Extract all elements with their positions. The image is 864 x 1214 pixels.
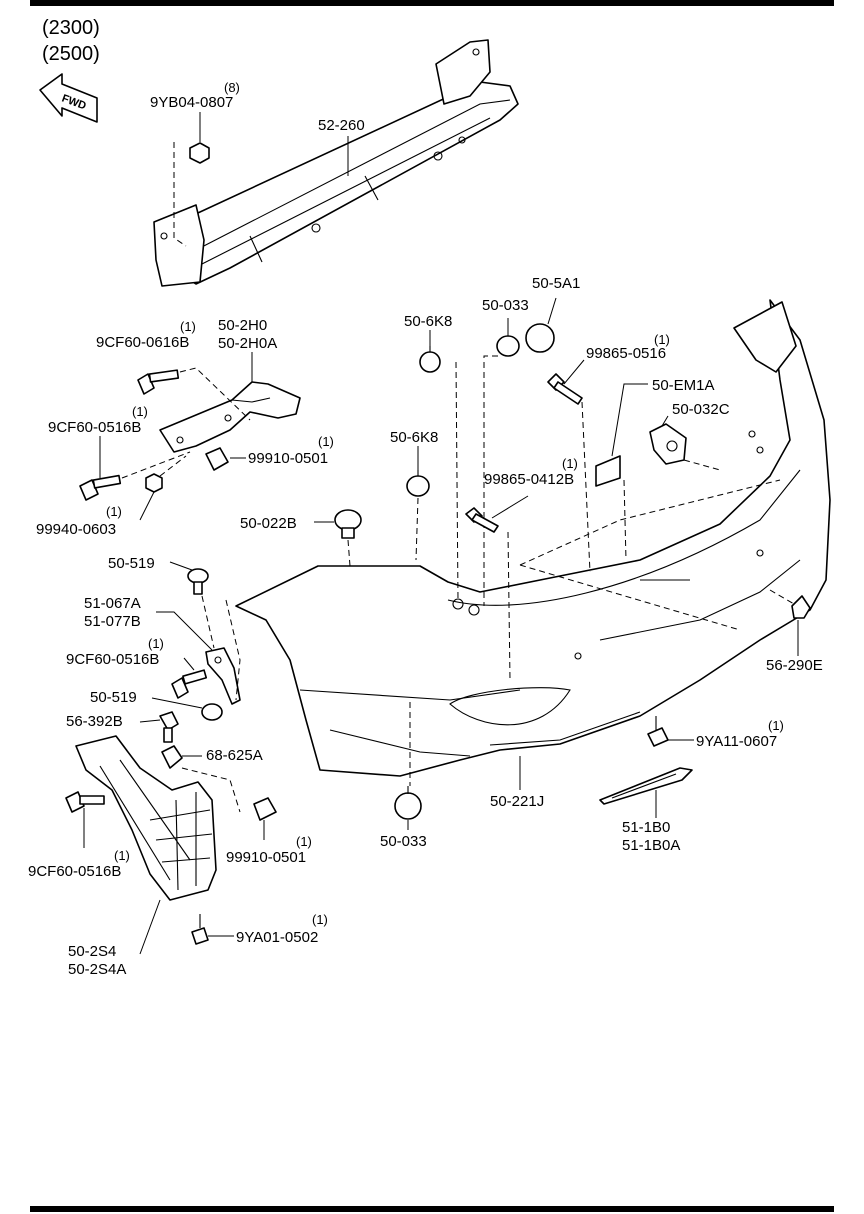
label-plate-icon xyxy=(595,455,621,487)
bolt-icon xyxy=(79,474,122,501)
part-label-68-625a: 68-625A xyxy=(206,747,263,764)
top-border-bar xyxy=(30,0,834,6)
leader-9cf60-0516b-b xyxy=(183,657,195,671)
part-qty-99910-0501-b: (1) xyxy=(296,834,312,849)
splash-shield-drawing xyxy=(75,735,217,901)
side-bracket-drawing xyxy=(159,381,301,453)
part-label-50-2s4: 50-2S4 xyxy=(68,943,116,960)
part-label-52-260: 52-260 xyxy=(318,117,365,134)
cap-icon xyxy=(525,323,555,353)
part-label-9cf60-0616b: 9CF60-0616B xyxy=(96,334,189,351)
leader-99865-0516 xyxy=(563,359,585,385)
part-qty-9cf60-0616b: (1) xyxy=(180,319,196,334)
bolt-icon xyxy=(137,369,180,395)
part-qty-99865-0516: (1) xyxy=(654,332,670,347)
part-qty-9cf60-0516b-b: (1) xyxy=(148,636,164,651)
part-label-99940-0603: 99940-0603 xyxy=(36,521,116,538)
fwd-arrow-icon: FWD xyxy=(39,73,98,123)
leader-50-em1a xyxy=(611,383,648,457)
part-label-50-221j: 50-221J xyxy=(490,793,544,810)
part-label-50-033-b: 50-033 xyxy=(380,833,427,850)
engine-code-2500: (2500) xyxy=(42,43,100,65)
leader-50-519-b xyxy=(151,697,203,709)
plug-icon xyxy=(496,335,520,357)
part-label-51-067a: 51-067A xyxy=(84,595,141,612)
side-clip-icon xyxy=(791,595,811,619)
grommet-icon xyxy=(419,346,441,373)
part-label-9cf60-0516b-c: 9CF60-0516B xyxy=(28,863,121,880)
plug-icon xyxy=(334,509,362,539)
part-label-99910-0501-a: 99910-0501 xyxy=(248,450,328,467)
bolt-icon xyxy=(171,669,208,699)
part-label-9ya01: 9YA01-0502 xyxy=(236,929,318,946)
rear-bumper-reinforcement-drawing xyxy=(153,39,519,287)
part-label-51-1b0: 51-1B0 xyxy=(622,819,670,836)
bumper-bracket-drawing xyxy=(205,647,241,705)
nut-icon xyxy=(189,142,210,164)
leader-99940-0603 xyxy=(139,491,155,521)
screw-icon xyxy=(547,373,583,405)
part-label-99865-0516: 99865-0516 xyxy=(586,345,666,362)
part-qty-9cf60-0516b-a: (1) xyxy=(132,404,148,419)
leader-50-032c xyxy=(661,415,669,427)
part-label-9cf60-0516b-b: 9CF60-0516B xyxy=(66,651,159,668)
retainer-clip-icon xyxy=(649,423,687,465)
part-label-50-519-a: 50-519 xyxy=(108,555,155,572)
push-clip-icon xyxy=(201,703,223,721)
leader-50-5a1 xyxy=(547,297,557,325)
part-label-50-022b: 50-022B xyxy=(240,515,297,532)
part-label-50-2s4a: 50-2S4A xyxy=(68,961,126,978)
part-qty-9ya01: (1) xyxy=(312,912,328,927)
leader-50-519-a xyxy=(169,561,193,571)
part-label-50-519-b: 50-519 xyxy=(90,689,137,706)
bottom-border-bar xyxy=(30,1206,834,1212)
part-label-99910-0501-b: 99910-0501 xyxy=(226,849,306,866)
nut-icon xyxy=(145,473,163,493)
leader-99865-0412b xyxy=(491,495,529,519)
part-qty-99940-0603: (1) xyxy=(106,504,122,519)
part-label-50-6k8-a: 50-6K8 xyxy=(404,313,452,330)
leader-51-067a xyxy=(156,611,213,651)
clip-icon xyxy=(205,447,229,471)
grommet-icon xyxy=(406,470,430,497)
bolt-icon xyxy=(65,791,105,813)
part-label-50-033-a: 50-033 xyxy=(482,297,529,314)
part-label-50-em1a: 50-EM1A xyxy=(652,377,715,394)
part-label-56-290e: 56-290E xyxy=(766,657,823,674)
push-clip-icon xyxy=(187,568,209,595)
rear-reflector-drawing xyxy=(599,767,693,805)
rear-bumper-cover-drawing xyxy=(235,299,831,777)
part-label-50-6k8-b: 50-6K8 xyxy=(390,429,438,446)
clip-icon xyxy=(253,797,277,821)
screw-icon xyxy=(647,716,669,747)
part-label-9cf60-0516b-a: 9CF60-0516B xyxy=(48,419,141,436)
plug-icon xyxy=(394,786,422,820)
screw-icon xyxy=(191,914,209,945)
part-qty-99865-0412b: (1) xyxy=(562,456,578,471)
part-label-51-077b: 51-077B xyxy=(84,613,141,630)
part-qty-9ya11: (1) xyxy=(768,718,784,733)
part-label-9ya11: 9YA11-0607 xyxy=(696,733,777,750)
part-label-50-032c: 50-032C xyxy=(672,401,730,418)
part-qty-9cf60-0516b-c: (1) xyxy=(114,848,130,863)
part-label-99865-0412b: 99865-0412B xyxy=(484,471,574,488)
part-label-56-392b: 56-392B xyxy=(66,713,123,730)
part-label-50-2h0: 50-2H0 xyxy=(218,317,267,334)
screw-icon xyxy=(465,507,499,533)
part-qty-99910-0501-a: (1) xyxy=(318,434,334,449)
leader-50-2s4 xyxy=(139,899,161,955)
engine-code-2300: (2300) xyxy=(42,17,100,39)
part-label-50-2h0a: 50-2H0A xyxy=(218,335,277,352)
part-qty-9yb04: (8) xyxy=(224,80,240,95)
leader-56-392b xyxy=(139,719,161,723)
fastener-icon xyxy=(159,711,179,743)
part-label-9yb04: 9YB04-0807 xyxy=(150,94,233,111)
part-label-51-1b0a: 51-1B0A xyxy=(622,837,680,854)
spring-clip-icon xyxy=(161,745,183,769)
part-label-50-5a1: 50-5A1 xyxy=(532,275,580,292)
